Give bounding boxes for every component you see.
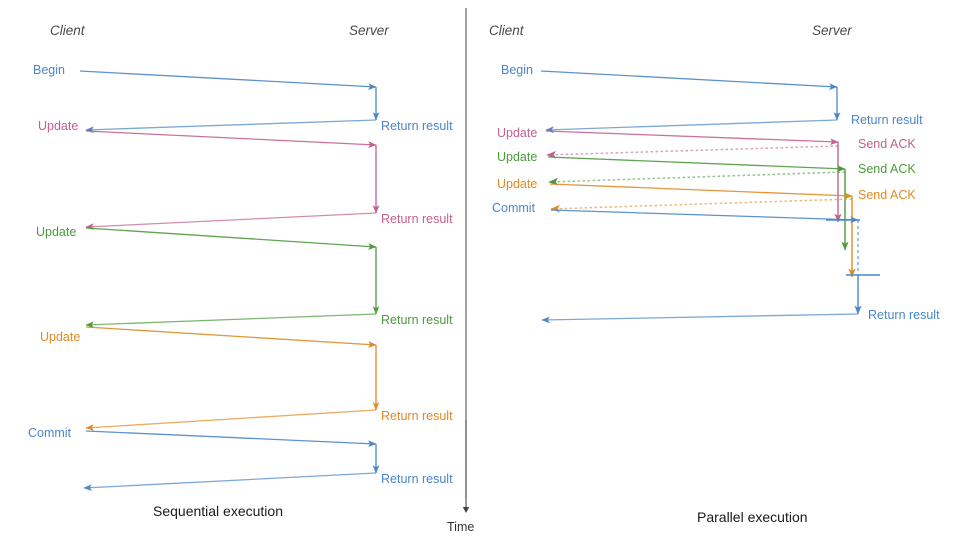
message-s1r [85,119,377,134]
message-label-s2: Update [38,119,79,133]
message-p5 [550,209,859,224]
message-label-s5: Commit [28,426,72,440]
message-label-p1r: Return result [851,113,923,127]
message-label-s3: Update [36,225,77,239]
message-label-p2a: Send ACK [858,137,916,151]
message-label-s1: Begin [33,63,65,77]
message-label-p3a: Send ACK [858,162,916,176]
message-label-s1r: Return result [381,119,453,133]
message-label-p4: Update [497,177,538,191]
message-s4 [85,326,377,348]
panel-caption-sequential: Sequential execution [153,503,283,519]
message-s1 [79,70,377,90]
message-p1 [540,70,838,90]
time-axis-label: Time [447,520,475,534]
message-p2 [545,130,839,146]
client-actor-right: Client [489,23,524,38]
message-label-p5: Commit [492,201,536,215]
message-p3 [547,156,846,173]
message-s5 [85,430,377,448]
message-label-s4: Update [40,330,81,344]
server-actor-left: Server [349,23,389,38]
message-label-s5r: Return result [381,472,453,486]
message-p4 [549,183,853,200]
message-p5r [541,313,859,324]
message-s2r [85,212,377,230]
server-actor-right: Server [812,23,852,38]
message-s3 [85,227,377,250]
message-p4a [550,198,853,213]
message-p1r [545,119,838,134]
client-actor-left: Client [50,23,85,38]
message-s5r [83,472,377,491]
message-label-p4a: Send ACK [858,188,916,202]
message-p2a [546,145,839,159]
message-label-p2: Update [497,126,538,140]
message-s4r [85,409,377,431]
panel-caption-parallel: Parallel execution [697,509,808,525]
message-s3r [85,313,377,329]
message-label-p5r: Return result [868,308,940,322]
message-s2 [85,130,377,148]
message-p3a [548,171,846,186]
message-label-s3r: Return result [381,313,453,327]
message-label-s4r: Return result [381,409,453,423]
message-label-p3: Update [497,150,538,164]
message-label-s2r: Return result [381,212,453,226]
time-axis-arrowhead [462,507,470,513]
message-label-p1: Begin [501,63,533,77]
